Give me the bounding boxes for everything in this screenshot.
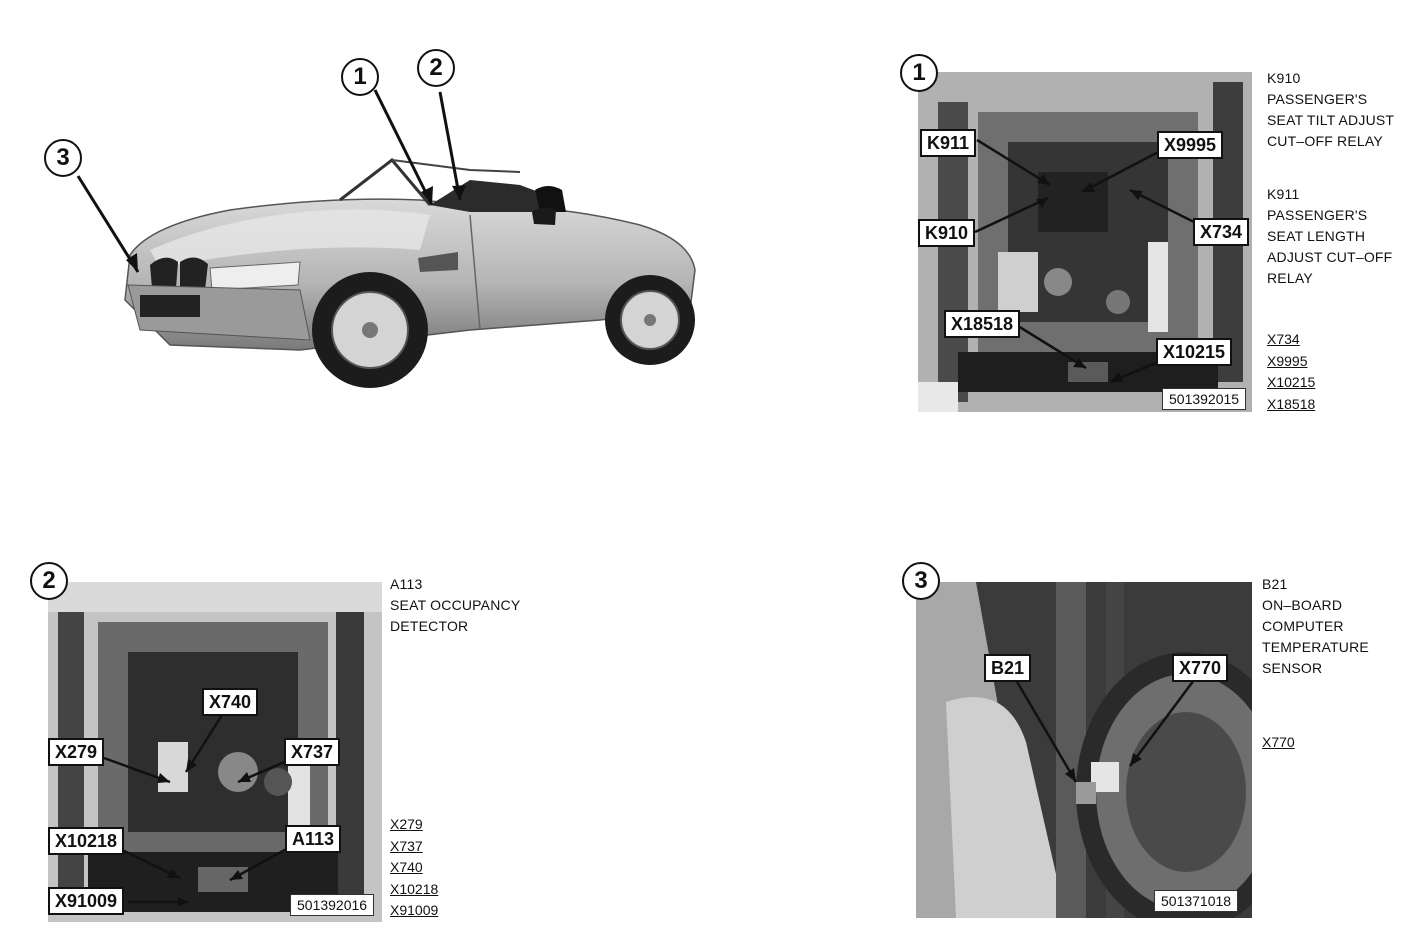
- label-k910: K910: [918, 219, 976, 247]
- panel-3: 3 B21 X770 501371018 B21 ON–BOARD COMPUT…: [898, 560, 1426, 930]
- panel-3-number: 3: [902, 562, 940, 600]
- car-overview: 1 2 3: [0, 0, 720, 420]
- desc-line: SEAT TILT ADJUST: [1267, 112, 1395, 128]
- label-x279: X279: [48, 738, 105, 766]
- label-x91009: X91009: [48, 887, 125, 915]
- panel-3-photo: [916, 582, 1252, 918]
- desc-line: ON–BOARD: [1262, 597, 1343, 613]
- desc-line: TEMPERATURE: [1262, 639, 1369, 655]
- panel-2: 2 X740 X279 X737 X10218 A113 X91009 5013…: [28, 560, 588, 930]
- desc-line: SEAT LENGTH: [1267, 228, 1366, 244]
- desc-line: PASSENGER'S: [1267, 91, 1368, 107]
- desc-line: B21: [1262, 576, 1288, 592]
- panel-2-codes: X279 X737 X740 X10218 X91009: [390, 814, 438, 922]
- callout-2: 2: [417, 49, 455, 87]
- code-x9995: X9995: [1267, 352, 1308, 369]
- panel-3-description: B21 ON–BOARD COMPUTER TEMPERATURE SENSOR: [1262, 574, 1369, 679]
- code-x737: X737: [390, 837, 423, 854]
- code-x279: X279: [390, 816, 423, 832]
- code-x91009: X91009: [390, 902, 439, 918]
- desc-line: SEAT OCCUPANCY: [390, 597, 521, 613]
- panel-1-description: K910 PASSENGER'S SEAT TILT ADJUST CUT–OF…: [1267, 68, 1394, 289]
- desc-line: K910: [1267, 70, 1301, 86]
- desc-line: PASSENGER'S: [1267, 207, 1368, 223]
- code-x10218: X10218: [390, 880, 439, 897]
- panel-1-codes: X734 X9995 X10215 X18518: [1267, 329, 1315, 415]
- panel-2-description: A113 SEAT OCCUPANCY DETECTOR: [390, 574, 520, 637]
- label-x740: X740: [202, 688, 259, 716]
- label-a113: A113: [285, 825, 342, 853]
- label-x770: X770: [1172, 654, 1229, 682]
- code-x10215: X10215: [1267, 374, 1316, 390]
- panel-2-number: 2: [30, 562, 68, 600]
- panel-1: 1 K911 X9995 K910 X734 X18518 X10215 501…: [900, 50, 1426, 430]
- label-x9995: X9995: [1157, 131, 1224, 159]
- label-b21: B21: [984, 654, 1032, 682]
- desc-line: SENSOR: [1262, 660, 1323, 676]
- label-x10218: X10218: [48, 827, 125, 855]
- label-x10215: X10215: [1156, 338, 1233, 366]
- panel-3-ref: 501371018: [1154, 890, 1239, 912]
- desc-line: [1267, 152, 1394, 184]
- desc-line: CUT–OFF RELAY: [1267, 133, 1383, 149]
- desc-line: RELAY: [1267, 270, 1313, 286]
- label-x18518: X18518: [944, 310, 1021, 338]
- code-x734: X734: [1267, 331, 1300, 347]
- panel-1-number: 1: [900, 54, 938, 92]
- car-illustration: [76, 89, 696, 388]
- callout-3: 3: [44, 139, 82, 177]
- code-x18518: X18518: [1267, 395, 1316, 412]
- desc-line: DETECTOR: [390, 618, 469, 634]
- desc-line: COMPUTER: [1262, 618, 1344, 634]
- panel-2-ref: 501392016: [290, 894, 375, 916]
- desc-line: K911: [1267, 186, 1300, 202]
- label-x734: X734: [1193, 218, 1250, 246]
- desc-line: ADJUST CUT–OFF: [1267, 249, 1393, 265]
- callout-1: 1: [341, 58, 379, 96]
- code-x740: X740: [390, 859, 423, 875]
- desc-line: A113: [390, 576, 423, 592]
- label-x737: X737: [284, 738, 341, 766]
- panel-3-codes: X770: [1262, 732, 1295, 754]
- code-x770: X770: [1262, 734, 1295, 750]
- panel-1-ref: 501392015: [1162, 388, 1247, 410]
- label-k911: K911: [920, 129, 977, 157]
